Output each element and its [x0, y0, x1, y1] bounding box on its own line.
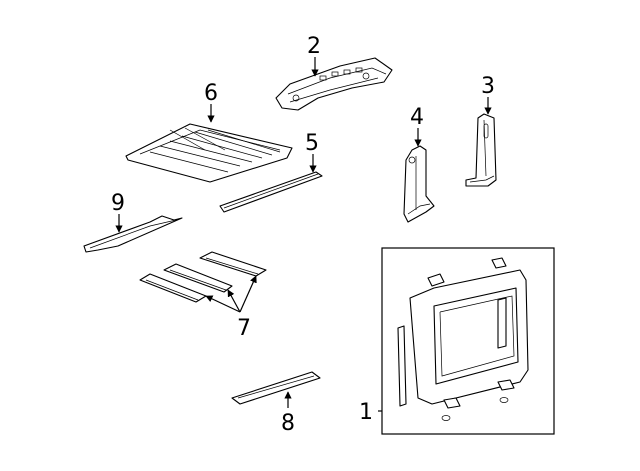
callout-5: 5	[305, 131, 319, 156]
callout-7: 7	[237, 316, 251, 341]
callout-8: 8	[281, 411, 295, 436]
callout-6: 6	[204, 81, 218, 106]
crossmember-part-7[interactable]	[139, 251, 267, 303]
callout-labels: 1 2 3 4 5 6 7 8 9	[111, 34, 495, 436]
callout-9: 9	[111, 191, 125, 216]
pillar-part-4[interactable]	[403, 145, 435, 223]
leader-lines	[115, 57, 492, 408]
sill-strip-part-5[interactable]	[219, 171, 323, 213]
assembly-frame	[381, 247, 555, 435]
callout-4: 4	[410, 105, 424, 130]
header-panel-part-2[interactable]	[275, 57, 393, 111]
cross-sill-part-9[interactable]	[83, 215, 183, 253]
callout-3: 3	[481, 74, 495, 99]
floor-panel-part-6[interactable]	[125, 123, 293, 183]
back-panel-assembly-part-1[interactable]	[378, 247, 555, 435]
callout-1: 1	[359, 400, 373, 425]
callout-2: 2	[307, 34, 321, 59]
pillar-part-3[interactable]	[465, 113, 497, 187]
sill-plate-part-8[interactable]	[231, 371, 321, 405]
